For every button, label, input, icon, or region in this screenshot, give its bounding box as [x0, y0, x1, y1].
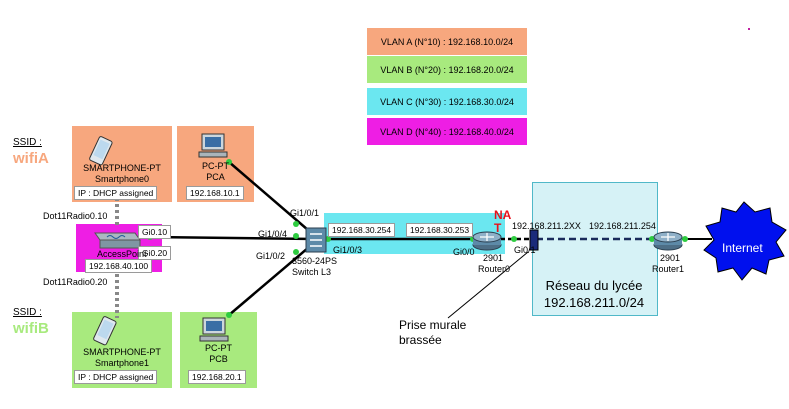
pca-ip: 192.168.10.1 [186, 186, 244, 200]
ssid-b-label: SSID : [13, 307, 42, 318]
internet-cloud-icon [703, 201, 787, 281]
legend-vlan-d: VLAN D (N°40) : 192.168.40.0/24 [367, 118, 527, 145]
pcb-type: PC-PT [205, 343, 232, 353]
switch-icon [305, 227, 327, 253]
router0-ip-inside: 192.168.30.253 [406, 223, 474, 237]
router0-ip-outside: 192.168.211.2XX [512, 221, 581, 231]
pcb-name: PCB [209, 354, 228, 364]
router1-name: Router1 [652, 264, 685, 274]
router0-name: Router0 [478, 264, 511, 274]
smartphone0-name: Smartphone0 [94, 174, 150, 184]
router1-model: 2901 [660, 253, 681, 263]
smartphone0-type: SMARTPHONE-PT [83, 163, 161, 173]
switch-port-gi104: Gi1/0/4 [258, 229, 288, 239]
router0-model: 2901 [483, 253, 504, 263]
smartphone0-ip: IP : DHCP assigned [74, 186, 158, 200]
zone-lycee [532, 182, 658, 316]
switch-ip: 192.168.30.254 [328, 223, 396, 237]
pcb-ip: 192.168.20.1 [188, 370, 246, 384]
radio-label-10: Dot11Radio0.10 [43, 211, 108, 221]
ssid-a-name: wifiA [13, 150, 49, 167]
switch-port-gi102: Gi1/0/2 [256, 251, 286, 261]
link-pcb-switch [228, 241, 316, 316]
accesspoint-ip: 192.168.40.100 [85, 259, 153, 273]
prise-label-line2: brassée [399, 333, 442, 347]
port-dot [226, 159, 232, 165]
link-pca-switch [228, 161, 316, 237]
switch-name: Switch L3 [292, 267, 332, 277]
port-dot [293, 249, 299, 255]
port-dot [226, 312, 232, 318]
router1-ip: 192.168.211.254 [589, 221, 656, 231]
ssid-a-label: SSID : [13, 137, 42, 148]
dot-mark [748, 28, 750, 30]
internet-label: Internet [722, 241, 763, 255]
link-ap-switch [149, 235, 316, 241]
radio-label-20: Dot11Radio0.20 [43, 277, 108, 287]
accesspoint-name: AccessPoint [97, 249, 147, 259]
switch-port-gi103: Gi1/0/3 [333, 245, 363, 255]
lycee-title: Réseau du lycée [545, 278, 643, 293]
legend-vlan-b: VLAN B (N°20) : 192.168.20.0/24 [367, 56, 527, 83]
pcb-icon [199, 317, 229, 342]
router0-port-gi00: Gi0/0 [453, 247, 475, 257]
smartphone0-icon [89, 136, 113, 166]
nat-label: NAT [494, 208, 512, 235]
smartphone1-icon [93, 316, 117, 346]
accesspoint-icon [94, 232, 141, 249]
pca-icon [198, 133, 228, 158]
port-dot [682, 236, 688, 242]
port-dot [649, 236, 655, 242]
legend-vlan-c: VLAN C (N°30) : 192.168.30.0/24 [367, 88, 527, 115]
wall-plug-icon [529, 229, 539, 251]
smartphone1-name: Smartphone1 [94, 358, 150, 368]
router1-icon [653, 231, 683, 251]
port-dot [293, 221, 299, 227]
switch-model: 3560-24PS [292, 256, 338, 266]
lycee-subnet: 192.168.211.0/24 [543, 295, 645, 310]
smartphone1-type: SMARTPHONE-PT [83, 347, 161, 357]
prise-label-line1: Prise murale [399, 318, 467, 332]
pca-type: PC-PT [202, 161, 229, 171]
ssid-b-name: wifiB [13, 320, 49, 337]
switch-port-gi101: Gi1/0/1 [290, 208, 320, 218]
port-dot [293, 233, 299, 239]
router0-port-gi01: Gi0/1 [514, 245, 536, 255]
accesspoint-if-gi020: Gi0.20 [138, 246, 172, 260]
pca-name: PCA [206, 172, 225, 182]
legend-vlan-a: VLAN A (N°10) : 192.168.10.0/24 [367, 28, 527, 55]
port-dot [511, 236, 517, 242]
accesspoint-if-gi010: Gi0.10 [138, 225, 172, 239]
smartphone1-ip: IP : DHCP assigned [74, 370, 158, 384]
router0-icon [472, 231, 502, 251]
